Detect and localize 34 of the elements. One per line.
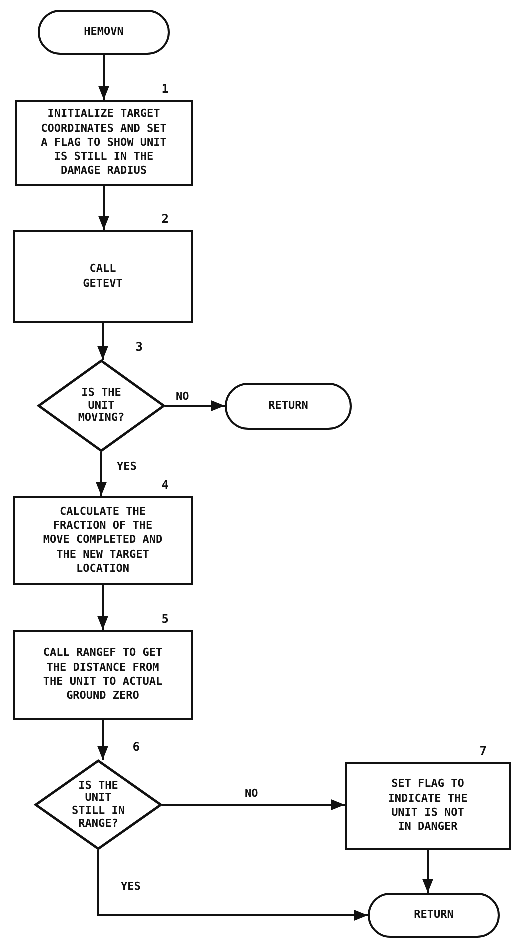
step-number: 5 (162, 612, 169, 628)
node-label: INITIALIZE TARGET COORDINATES AND SET A FLAG TO SHOW UNIT IS STILL IN THE DAMAGE RADIUS (40, 107, 168, 179)
step-number: 2 (162, 212, 169, 228)
step-number: 7 (480, 744, 487, 760)
edge-label: YES (116, 460, 138, 473)
arrow (98, 850, 368, 922)
node-label: IS THE UNIT MOVING? (77, 387, 126, 425)
arrow (97, 585, 109, 630)
arrow (97, 720, 109, 760)
terminal-box (368, 893, 500, 938)
arrow (165, 400, 225, 412)
node-label: IS THE UNIT STILL IN RANGE? (71, 780, 126, 830)
step-number: 3 (136, 340, 143, 356)
step-number: 1 (162, 82, 169, 98)
edge-label: NO (244, 787, 260, 800)
arrow (98, 55, 110, 100)
node-label: CALL GETEVT (82, 262, 124, 291)
node-label: CALCULATE THE FRACTION OF THE MOVE COMPLETED AND THE NEW TARGET LOCATION (42, 504, 164, 576)
arrow (98, 186, 110, 230)
arrow (96, 452, 108, 496)
edge-label: NO (175, 390, 190, 403)
node-label: HEMOVN (84, 25, 124, 40)
arrow (162, 799, 345, 811)
node-label: CALL RANGEF TO GET THE DISTANCE FROM THE UNIT TO ACTUAL GROUND ZERO (42, 646, 164, 704)
arrow (422, 850, 434, 893)
node-label: SET FLAG TO INDICATE THE UNIT IS NOT IN DANGER (387, 777, 469, 835)
node-label: RETURN (414, 908, 454, 923)
terminal-box (38, 10, 170, 55)
terminal-box (225, 383, 352, 430)
edge-label: YES (120, 880, 142, 893)
step-number: 6 (132, 740, 140, 756)
node-label: RETURN (268, 399, 308, 414)
arrow (97, 323, 109, 360)
step-number: 4 (162, 478, 169, 494)
